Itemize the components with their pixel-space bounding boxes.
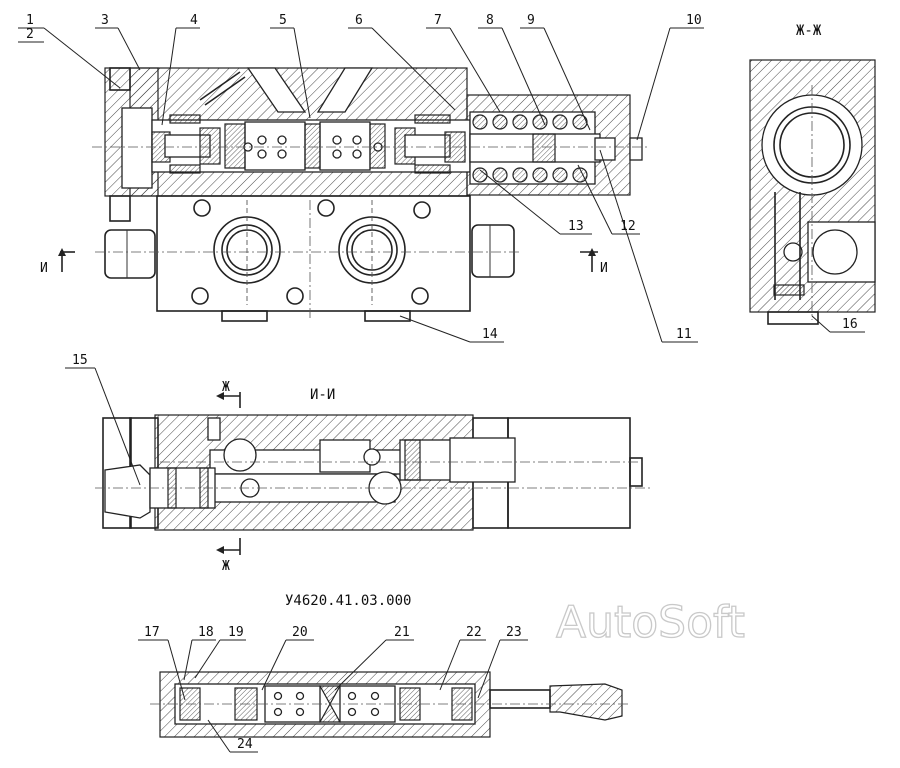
callout-23: 23 [506,625,522,640]
callout-6: 6 [355,13,363,28]
callout-1: 1 [26,13,34,28]
callout-16: 16 [842,317,858,332]
part-number: У4620.41.03.000 [285,593,411,609]
main-sectional-view [92,67,650,322]
callout-24: 24 [237,737,253,752]
cut-mark-zh-bottom: Ж [222,559,230,574]
section-zh-title: Ж-Ж [796,23,822,39]
callout-11: 11 [676,327,692,342]
section-zh-view: Ж-Ж [749,23,876,325]
cut-mark-zh-top: Ж [222,380,230,395]
callout-5: 5 [279,13,287,28]
callout-9: 9 [527,13,535,28]
cut-mark-i-left: И [40,261,48,276]
callout-21: 21 [394,625,410,640]
callouts: 1 2 3 4 5 6 7 8 9 10 [18,13,865,753]
callout-22: 22 [466,625,482,640]
callout-15: 15 [72,353,88,368]
section-i-title: И-И [310,387,335,403]
callout-18: 18 [198,625,214,640]
callout-4: 4 [190,13,198,28]
callout-8: 8 [486,13,494,28]
callout-19: 19 [228,625,244,640]
callout-10: 10 [686,13,702,28]
watermark: AutoSoft [556,597,745,648]
callout-20: 20 [292,625,308,640]
callout-17: 17 [144,625,160,640]
section-cut-marks-i: И И [40,248,608,276]
callout-7: 7 [434,13,442,28]
section-cut-marks-zh: Ж Ж [216,380,241,574]
callout-13: 13 [568,219,584,234]
callout-12: 12 [620,219,636,234]
cut-mark-i-right: И [600,261,608,276]
callout-3: 3 [101,13,109,28]
callout-2: 2 [26,27,34,42]
spool-assembly-view [150,671,630,738]
callout-14: 14 [482,327,498,342]
section-i-view: И-И [95,387,650,531]
